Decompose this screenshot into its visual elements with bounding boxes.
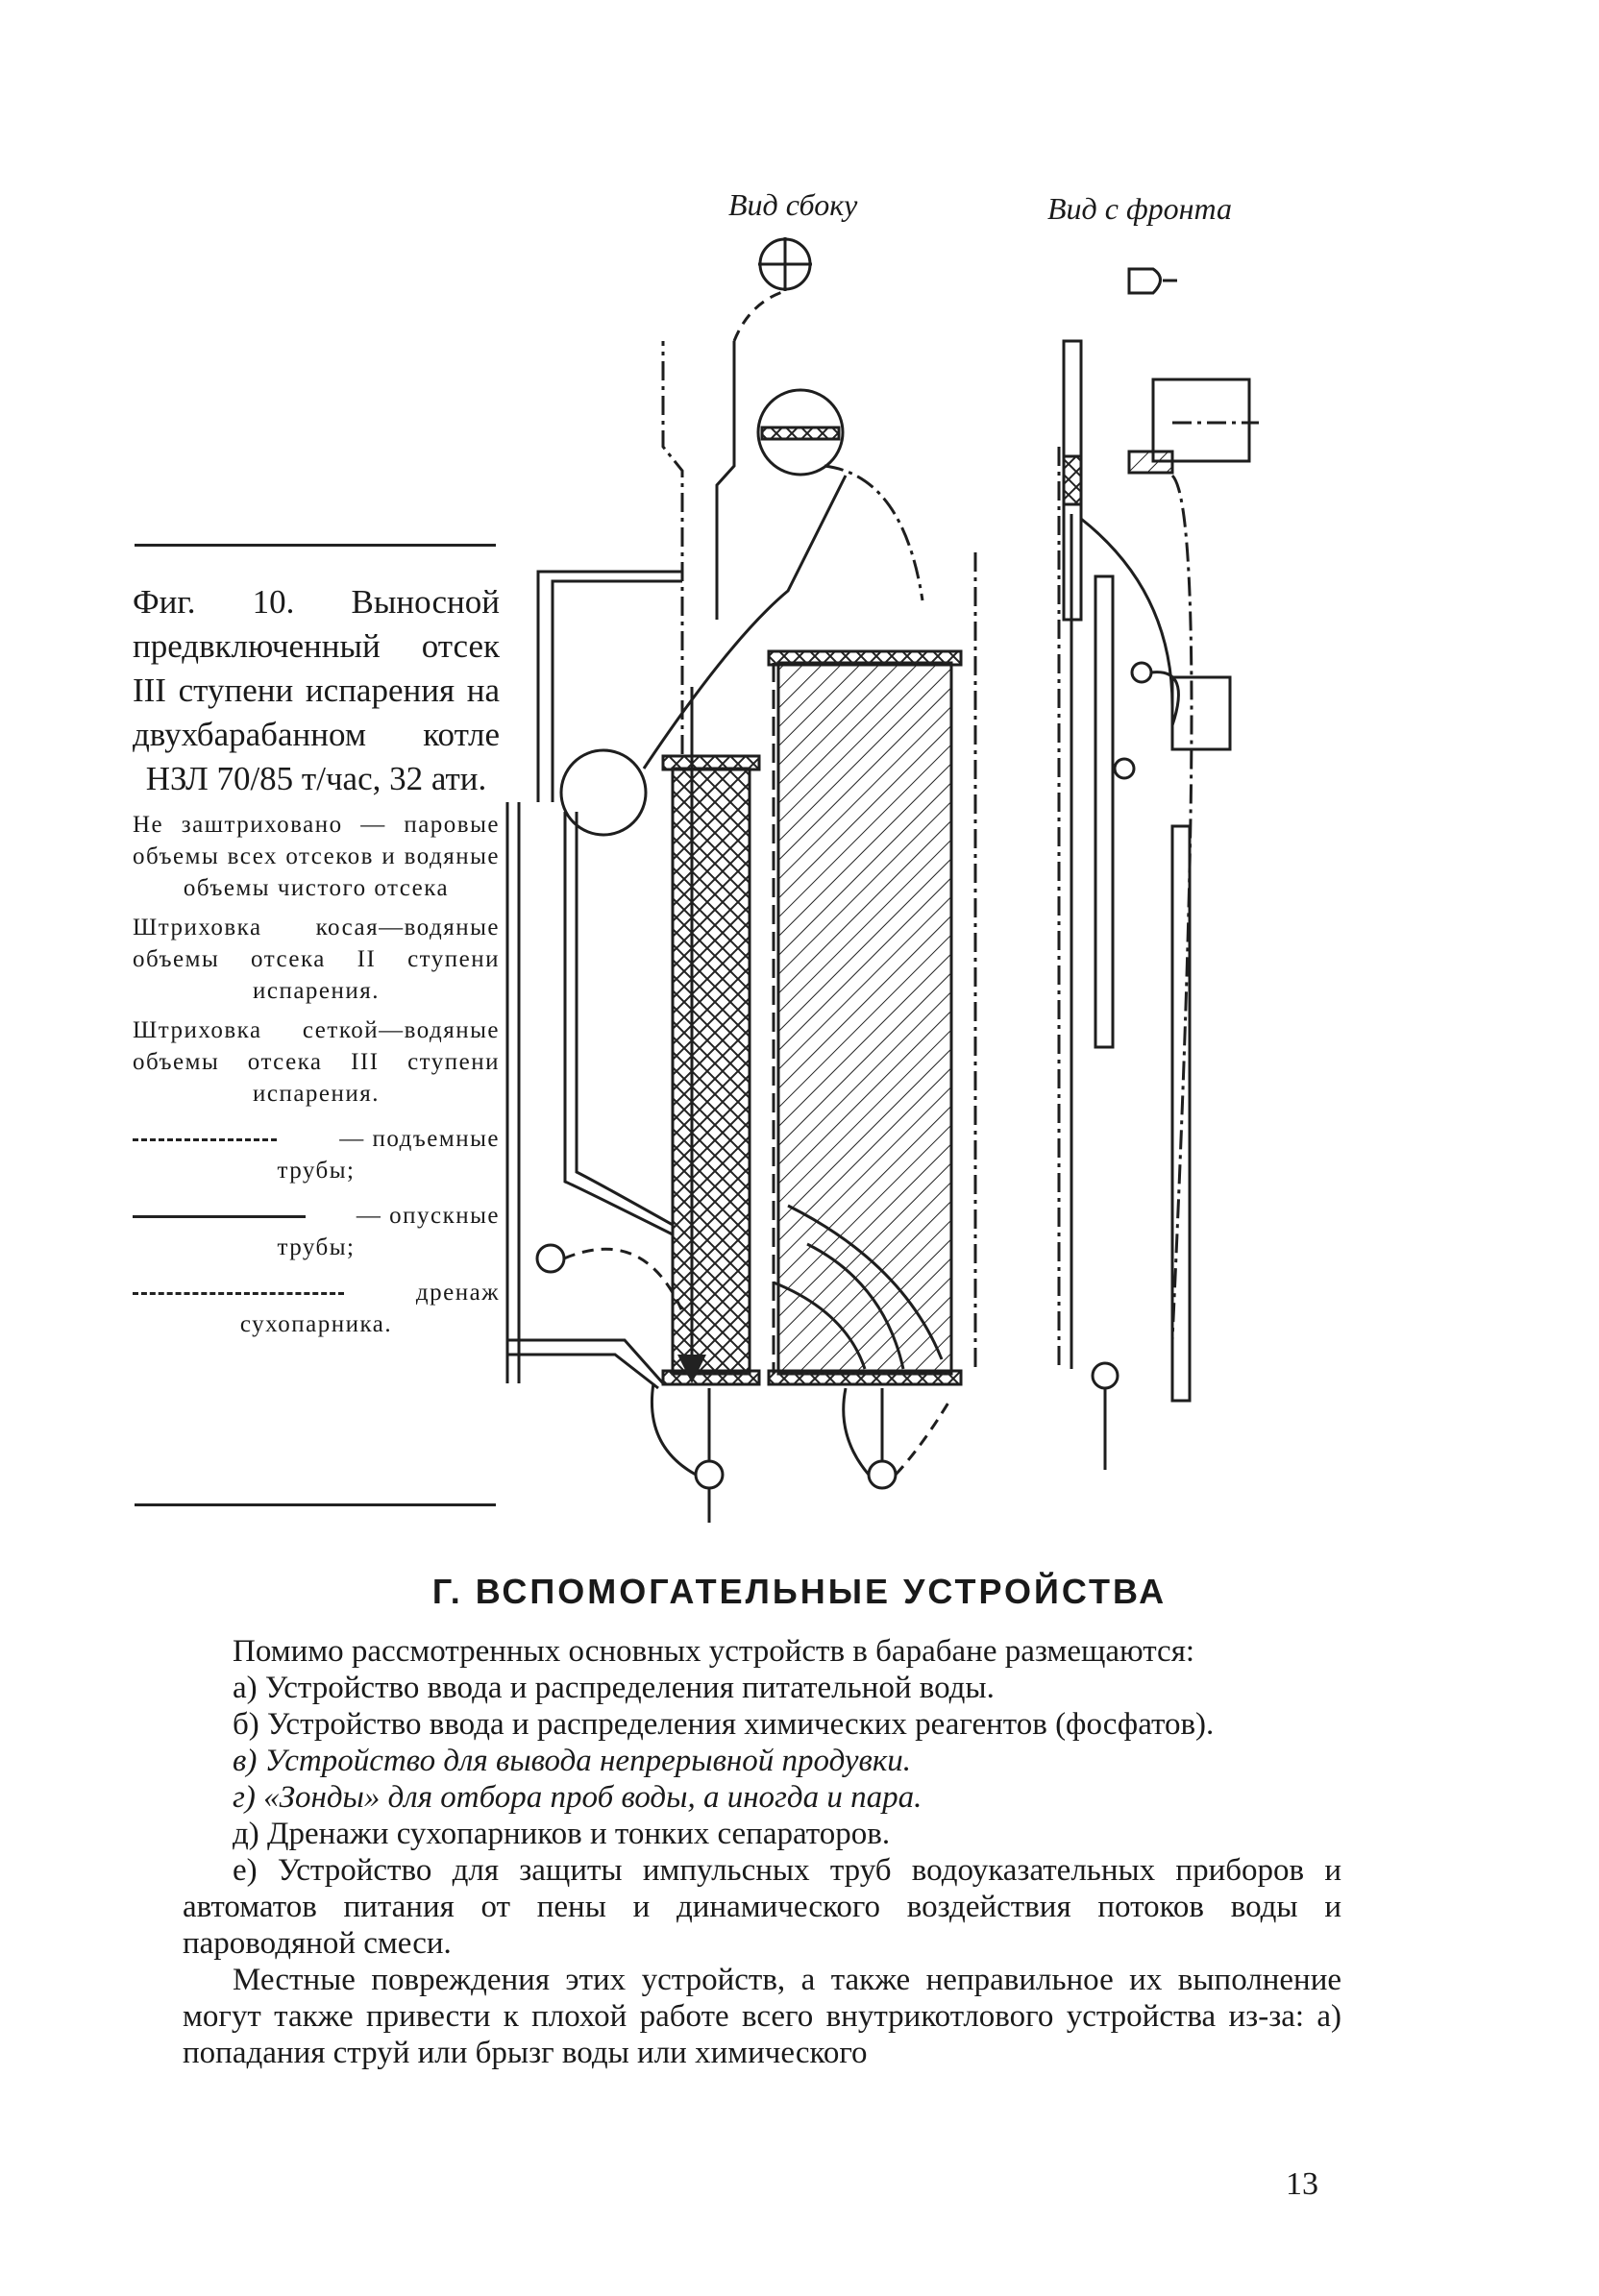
- page-number: 13: [1286, 2166, 1318, 2202]
- body-closing-paragraph: Местные повреждения этих устройств, а та…: [183, 1963, 1341, 2070]
- legend-riser-pipes: — подъемные: [133, 1123, 500, 1155]
- list-item-a: а) Устройство ввода и распределения пита…: [233, 1671, 995, 1705]
- caption-title: Фиг. 10. Выносной предвключенный отсек I…: [133, 583, 500, 797]
- legend-riser-cont: трубы;: [277, 1158, 356, 1184]
- body-intro-paragraph: Помимо рассмотренных основных устройств …: [233, 1634, 1195, 1669]
- legend-drain-label: дренаж: [415, 1280, 500, 1306]
- clean-compartment-block: [776, 661, 953, 1376]
- caption-bottom-rule: [135, 1503, 496, 1506]
- list-item-c: в) Устройство для вывода непрерывной про…: [233, 1744, 912, 1778]
- legend-downcomer-pipes: — опускные: [133, 1200, 500, 1232]
- stage3-compartment-block: [671, 767, 751, 1376]
- legend-dashdot-line: [133, 1138, 277, 1141]
- legend-riser-label: — подъемные: [339, 1126, 500, 1152]
- list-item-b: б) Устройство ввода и распределения хими…: [233, 1707, 1215, 1742]
- figure-caption: Фиг. 10. Выносной предвключенный отсек I…: [133, 580, 500, 1340]
- view-side-label: Вид сбоку: [728, 187, 858, 222]
- legend-downcomer-label: — опускные: [356, 1203, 500, 1229]
- legend-drain: дренаж: [133, 1277, 500, 1308]
- legend-solid-line: [133, 1215, 306, 1218]
- list-item-e: д) Дренажи сухопарников и тонких сепарат…: [233, 1817, 891, 1851]
- legend-dashed-line: [133, 1292, 344, 1295]
- boiler-compartment-figure: Вид сбоку Вид с фронта: [500, 187, 1288, 1532]
- view-front-label: Вид с фронта: [1047, 191, 1233, 226]
- list-item-d: г) «Зонды» для отбора проб воды, а иногд…: [233, 1780, 922, 1815]
- caption-note-oblique-hatch: Штриховка косая—водяные объемы отсека II…: [133, 915, 500, 1004]
- caption-top-rule: [135, 544, 496, 547]
- list-item-f: е) Устройство для защиты импульсных труб…: [183, 1853, 1341, 1961]
- compartment-drum: [559, 748, 648, 837]
- body-text: Помимо рассмотренных основных устройств …: [183, 1633, 1341, 2071]
- caption-note-mesh-hatch: Штриховка сеткой—водяные объемы отсека I…: [133, 1017, 500, 1107]
- steam-drum: [756, 388, 845, 476]
- legend-downcomer-cont: трубы;: [277, 1234, 356, 1260]
- boiler-drawing: [505, 237, 1259, 1523]
- section-heading: Г. ВСПОМОГАТЕЛЬНЫЕ УСТРОЙСТВА: [431, 1572, 1168, 1611]
- legend-drain-cont: сухопарника.: [239, 1311, 393, 1337]
- caption-note-unhatched: Не заштриховано — паровые объемы всех от…: [133, 812, 500, 901]
